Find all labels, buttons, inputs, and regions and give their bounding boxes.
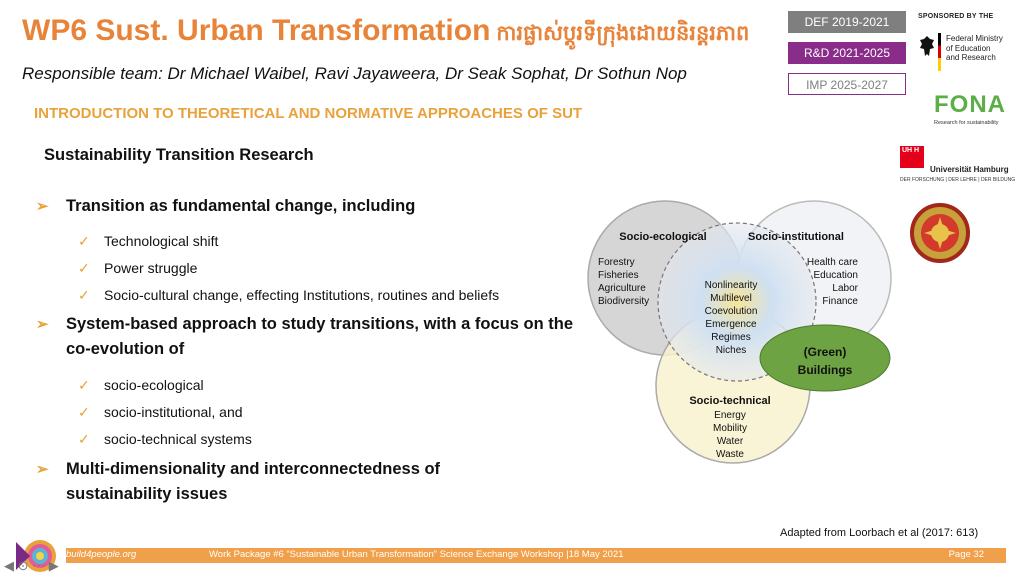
inst-item: Finance — [822, 296, 858, 307]
inst-item: Education — [814, 270, 858, 281]
section-heading: INTRODUCTION TO THEORETICAL AND NORMATIV… — [34, 105, 583, 122]
core-item: Coevolution — [705, 306, 758, 317]
bmbf-name: Federal Ministry of Education and Resear… — [946, 34, 1003, 62]
prev-slide-icon[interactable]: ◀ — [4, 558, 14, 573]
inst-item: Labor — [832, 283, 858, 294]
tech-item: Waste — [716, 449, 744, 460]
title-text: WP6 Sust. Urban Transformation — [22, 14, 491, 47]
checkmark-icon: ✓ — [78, 377, 90, 393]
tech-item: Mobility — [713, 423, 747, 434]
footer-info: Work Package #6 “Sustainable Urban Trans… — [209, 549, 624, 560]
ministry-seal-icon — [910, 203, 970, 263]
footer-site: build4people.org — [66, 549, 137, 560]
green-buildings-ellipse — [759, 324, 891, 392]
core-item: Emergence — [705, 319, 757, 330]
socio-ecological-title: Socio-ecological — [619, 231, 706, 243]
title-khmer: ការផ្លាស់ប្តូរទីក្រុងដោយនិរន្តរភាព — [496, 22, 750, 45]
core-item: Niches — [716, 345, 747, 356]
federal-eagle-icon — [920, 36, 934, 56]
checkmark-icon: ✓ — [78, 233, 90, 249]
arrow-bullet-icon: ➢ — [36, 316, 49, 333]
fona-subtitle: Research for sustainability — [934, 120, 999, 126]
buildings-label-line1: (Green) — [804, 345, 847, 359]
source-citation: Adapted from Loorbach et al (2017: 613) — [780, 527, 979, 539]
fona-logo: FONA — [934, 91, 1006, 118]
next-slide-icon[interactable]: ▶ — [48, 558, 59, 573]
checkmark-icon: ✓ — [78, 260, 90, 276]
tech-item: Energy — [714, 410, 746, 421]
footer-bar: build4people.org Work Package #6 “Sustai… — [66, 548, 1006, 563]
core-item: Multilevel — [710, 293, 752, 304]
eco-item: Agriculture — [598, 283, 646, 294]
uhh-logo: UH H — [900, 146, 924, 168]
page-number: Page 32 — [948, 549, 984, 560]
core-item: Nonlinearity — [705, 280, 758, 291]
socio-technical-title: Socio-technical — [689, 395, 770, 407]
core-item: Regimes — [711, 332, 750, 343]
arrow-bullet-icon: ➢ — [36, 461, 49, 478]
slide-menu-icon[interactable]: ⊙ — [17, 558, 29, 573]
eco-item: Forestry — [598, 257, 635, 268]
checkmark-icon: ✓ — [78, 431, 90, 447]
tech-item: Water — [717, 436, 744, 447]
checkmark-icon: ✓ — [78, 404, 90, 420]
venn-diagram: Socio-ecological Forestry Fisheries Agri… — [587, 200, 892, 464]
uhh-name: Universität Hamburg — [930, 165, 1009, 174]
uhh-subtitle: DER FORSCHUNG | DER LEHRE | DER BILDUNG — [900, 177, 1016, 183]
german-flag-bar — [938, 33, 941, 71]
eco-item: Fisheries — [598, 270, 639, 281]
eco-item: Biodiversity — [598, 296, 649, 307]
inst-item: Health care — [807, 257, 859, 268]
build4people-logo-icon — [16, 540, 56, 572]
socio-institutional-title: Socio-institutional — [748, 231, 844, 243]
phase-imp-badge: IMP 2025-2027 — [788, 73, 906, 95]
phase-rd-badge: R&D 2021-2025 — [788, 42, 906, 64]
phase-def-badge: DEF 2019-2021 — [788, 11, 906, 33]
sponsored-by-label: SPONSORED BY THE — [918, 13, 994, 20]
subtitle: Sustainability Transition Research — [44, 146, 314, 164]
slide-nav-controls[interactable]: ◀ ⊙ ⋯ ▶ — [4, 558, 59, 574]
more-options-icon[interactable]: ⋯ — [32, 558, 46, 573]
arrow-bullet-icon: ➢ — [36, 198, 49, 215]
checkmark-icon: ✓ — [78, 287, 90, 303]
buildings-label-line2: Buildings — [798, 363, 853, 377]
responsible-team: Responsible team: Dr Michael Waibel, Rav… — [22, 64, 687, 83]
